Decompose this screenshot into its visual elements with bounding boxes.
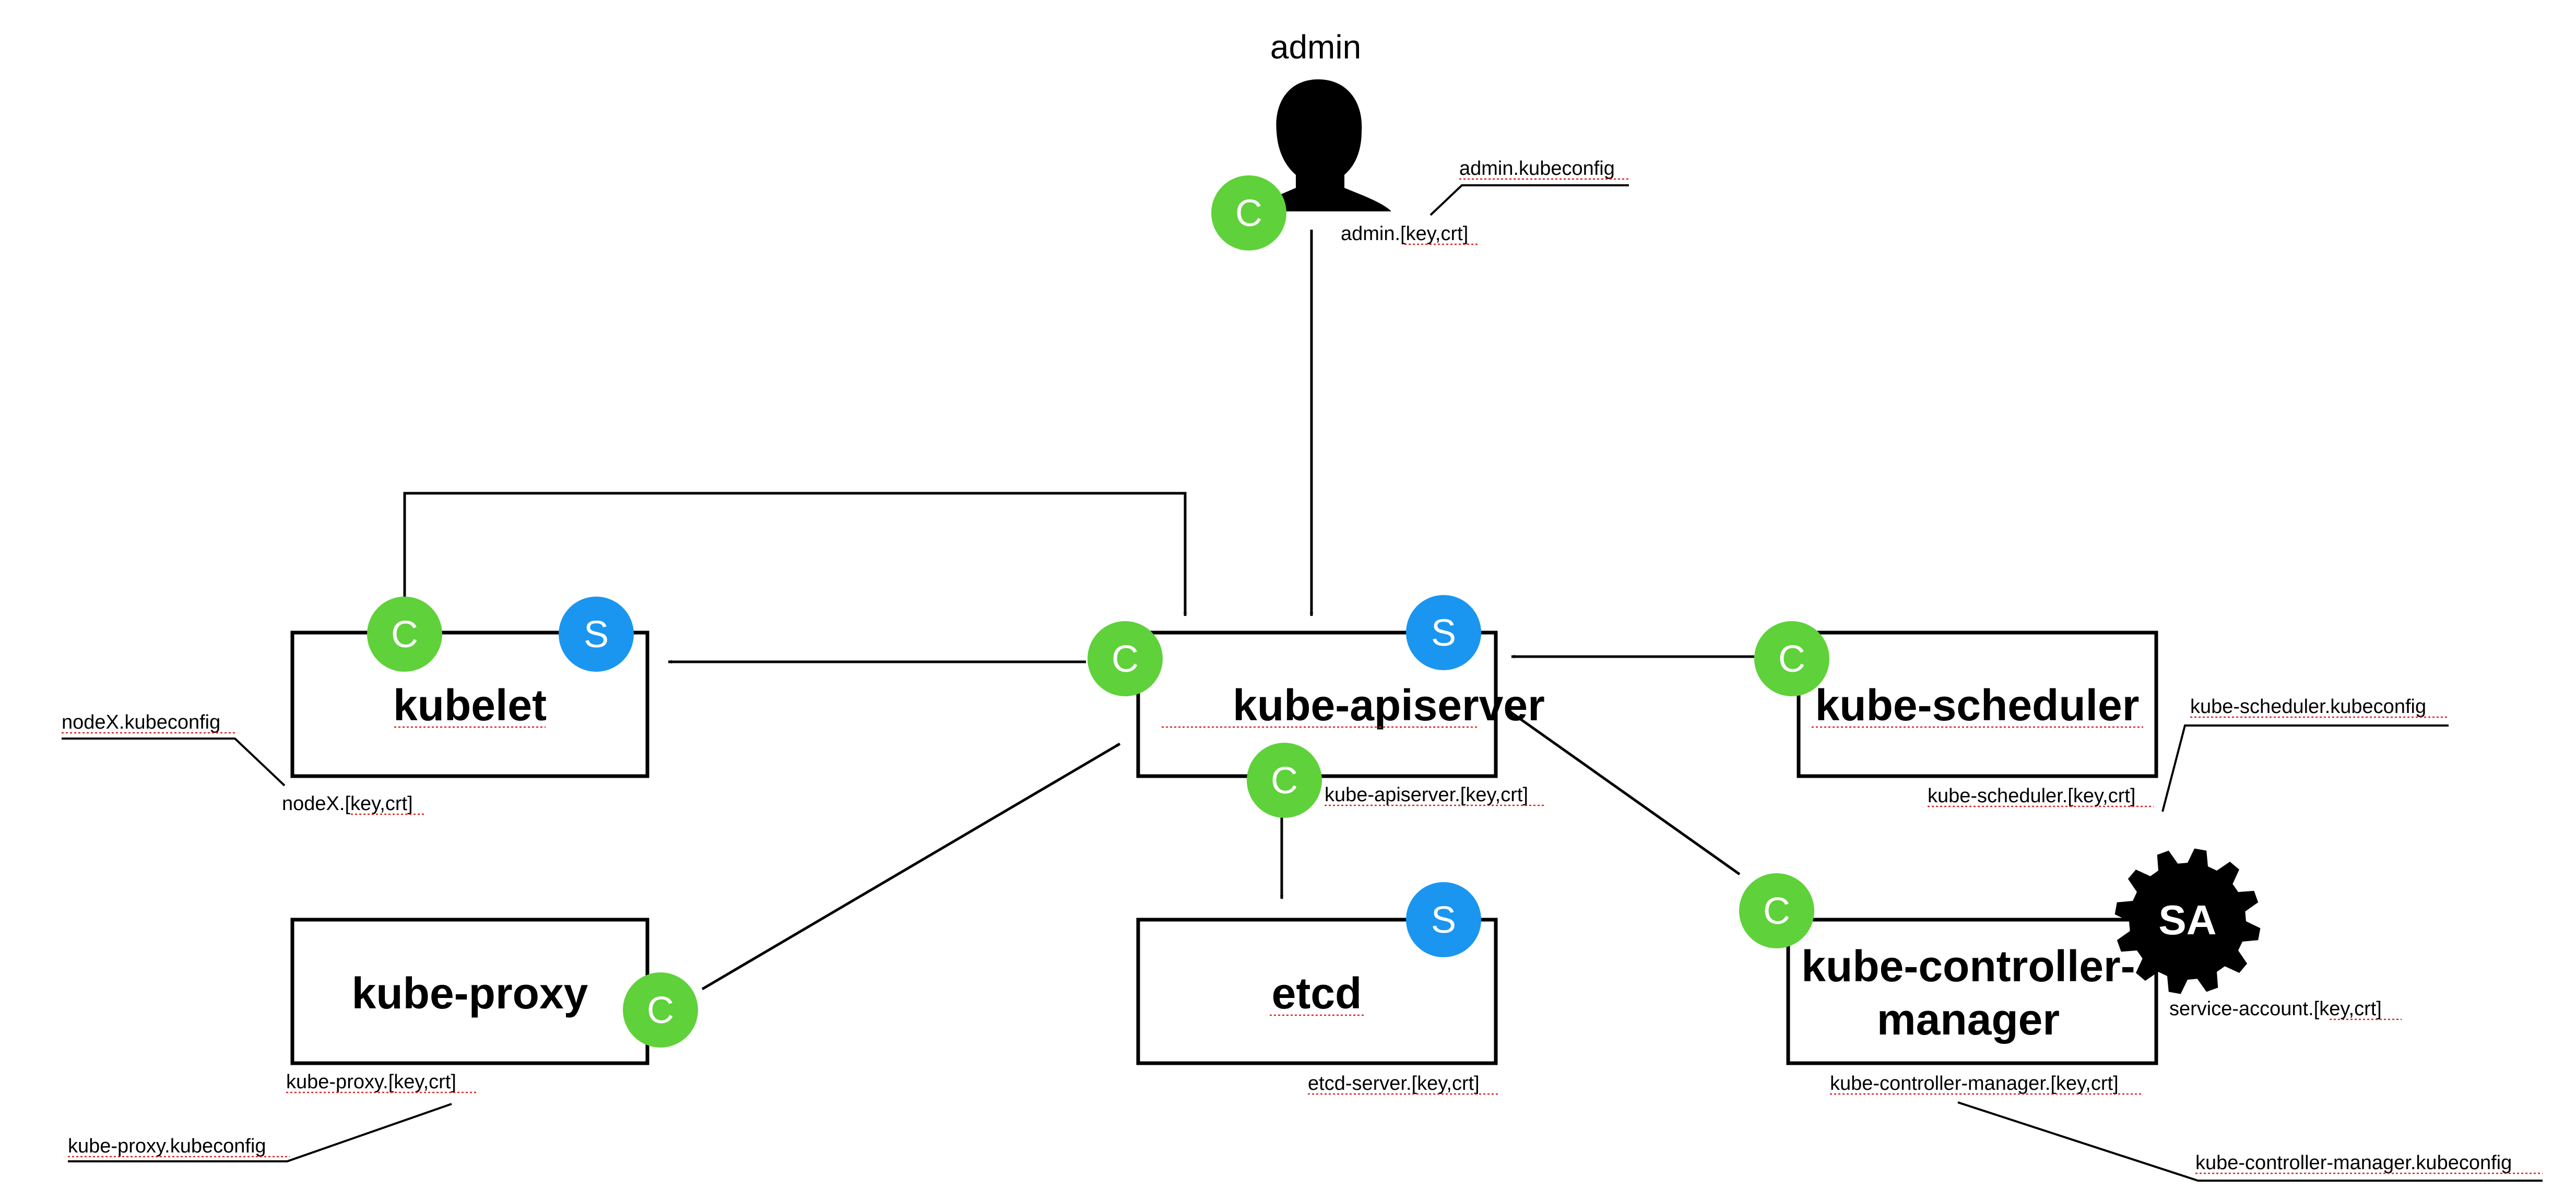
admin-title: admin — [1270, 28, 1361, 66]
gear-icon — [2114, 848, 2261, 994]
etcd-cert-label: etcd-server.[key,crt] — [1308, 1073, 1480, 1095]
person-silhouette-icon — [1250, 79, 1391, 211]
apiserver-server-badge: S — [1406, 595, 1481, 670]
kubelet-kubeconfig-leader — [62, 738, 286, 787]
admin-kubeconfig-leader — [1429, 184, 1629, 216]
controller-manager-kubeconfig-leader — [1957, 1101, 2543, 1182]
controller-manager-component: kube-controller- manager C SA service-ac… — [1739, 848, 2543, 1182]
controller-manager-client-badge: C — [1739, 873, 1814, 948]
kubelet-to-apiserver-arrow — [403, 492, 1187, 616]
service-account-cert-label: service-account.[key,crt] — [2169, 998, 2382, 1020]
svg-text:C: C — [1778, 638, 1805, 680]
scheduler-title: kube-scheduler — [1815, 681, 2140, 730]
kubelet-component: kubelet C S nodeX.[key,crt] nodeX.kubeco… — [62, 597, 649, 815]
kubelet-cert-label: nodeX.[key,crt] — [282, 793, 413, 815]
proxy-box — [290, 918, 649, 1065]
svg-text:C: C — [1112, 638, 1139, 680]
kubelet-title: kubelet — [393, 681, 547, 730]
apiserver-component: kube-apiserver C S C kube-apiserver.[key… — [1088, 595, 1545, 818]
kubelet-kubeconfig-label: nodeX.kubeconfig — [62, 711, 220, 733]
scheduler-box — [1797, 631, 2158, 778]
proxy-kubeconfig-label: kube-proxy.kubeconfig — [68, 1135, 266, 1157]
admin-user: admin C admin.[key,crt] admin.kubeconfig — [1211, 28, 1629, 251]
etcd-title: etcd — [1272, 969, 1362, 1018]
controller-manager-box — [1786, 918, 2158, 1065]
apiserver-client-badge-left: C — [1088, 621, 1163, 696]
admin-client-badge: C — [1211, 175, 1286, 251]
kubelet-client-badge: C — [367, 597, 442, 672]
etcd-component: etcd S etcd-server.[key,crt] — [1136, 882, 1498, 1095]
apiserver-cert-label: kube-apiserver.[key,crt] — [1325, 784, 1528, 806]
controller-manager-to-apiserver-arrow — [1508, 709, 1741, 876]
proxy-kubeconfig-leader — [68, 1103, 452, 1162]
scheduler-component: kube-scheduler C kube-scheduler.[key,crt… — [1754, 621, 2449, 812]
service-account-gear-badge: SA — [2114, 848, 2261, 994]
proxy-title: kube-proxy — [352, 969, 588, 1018]
svg-text:C: C — [1763, 890, 1790, 932]
etcd-server-badge: S — [1406, 882, 1481, 957]
apiserver-title: kube-apiserver — [1233, 681, 1545, 730]
controller-manager-title-line2: manager — [1877, 995, 2060, 1044]
scheduler-kubeconfig-leader — [2161, 724, 2449, 812]
scheduler-kubeconfig-label: kube-scheduler.kubeconfig — [2190, 696, 2426, 718]
svg-text:C: C — [1235, 193, 1262, 234]
controller-manager-cert-label: kube-controller-manager.[key,crt] — [1830, 1073, 2119, 1095]
proxy-cert-label: kube-proxy.[key,crt] — [286, 1071, 456, 1093]
admin-cert-label: admin.[key,crt] — [1341, 223, 1468, 245]
proxy-component: kube-proxy C kube-proxy.[key,crt] kube-p… — [68, 918, 698, 1162]
svg-text:SA: SA — [2158, 897, 2216, 943]
svg-text:C: C — [1271, 760, 1298, 802]
controller-manager-kubeconfig-label: kube-controller-manager.kubeconfig — [2195, 1152, 2512, 1174]
scheduler-client-badge: C — [1754, 621, 1829, 696]
proxy-client-badge: C — [623, 972, 698, 1048]
proxy-to-apiserver-arrow — [701, 742, 1121, 991]
svg-text:C: C — [647, 990, 674, 1031]
apiserver-client-badge-bottom: C — [1247, 743, 1322, 818]
svg-text:C: C — [391, 614, 418, 656]
admin-kubeconfig-label: admin.kubeconfig — [1459, 158, 1615, 180]
svg-text:S: S — [584, 614, 609, 656]
scheduler-cert-label: kube-scheduler.[key,crt] — [1928, 785, 2135, 807]
svg-text:S: S — [1431, 612, 1456, 654]
kubelet-server-badge: S — [559, 597, 634, 672]
connections — [403, 230, 1754, 991]
svg-text:S: S — [1431, 899, 1456, 941]
controller-manager-title-line1: kube-controller- — [1801, 942, 2135, 991]
